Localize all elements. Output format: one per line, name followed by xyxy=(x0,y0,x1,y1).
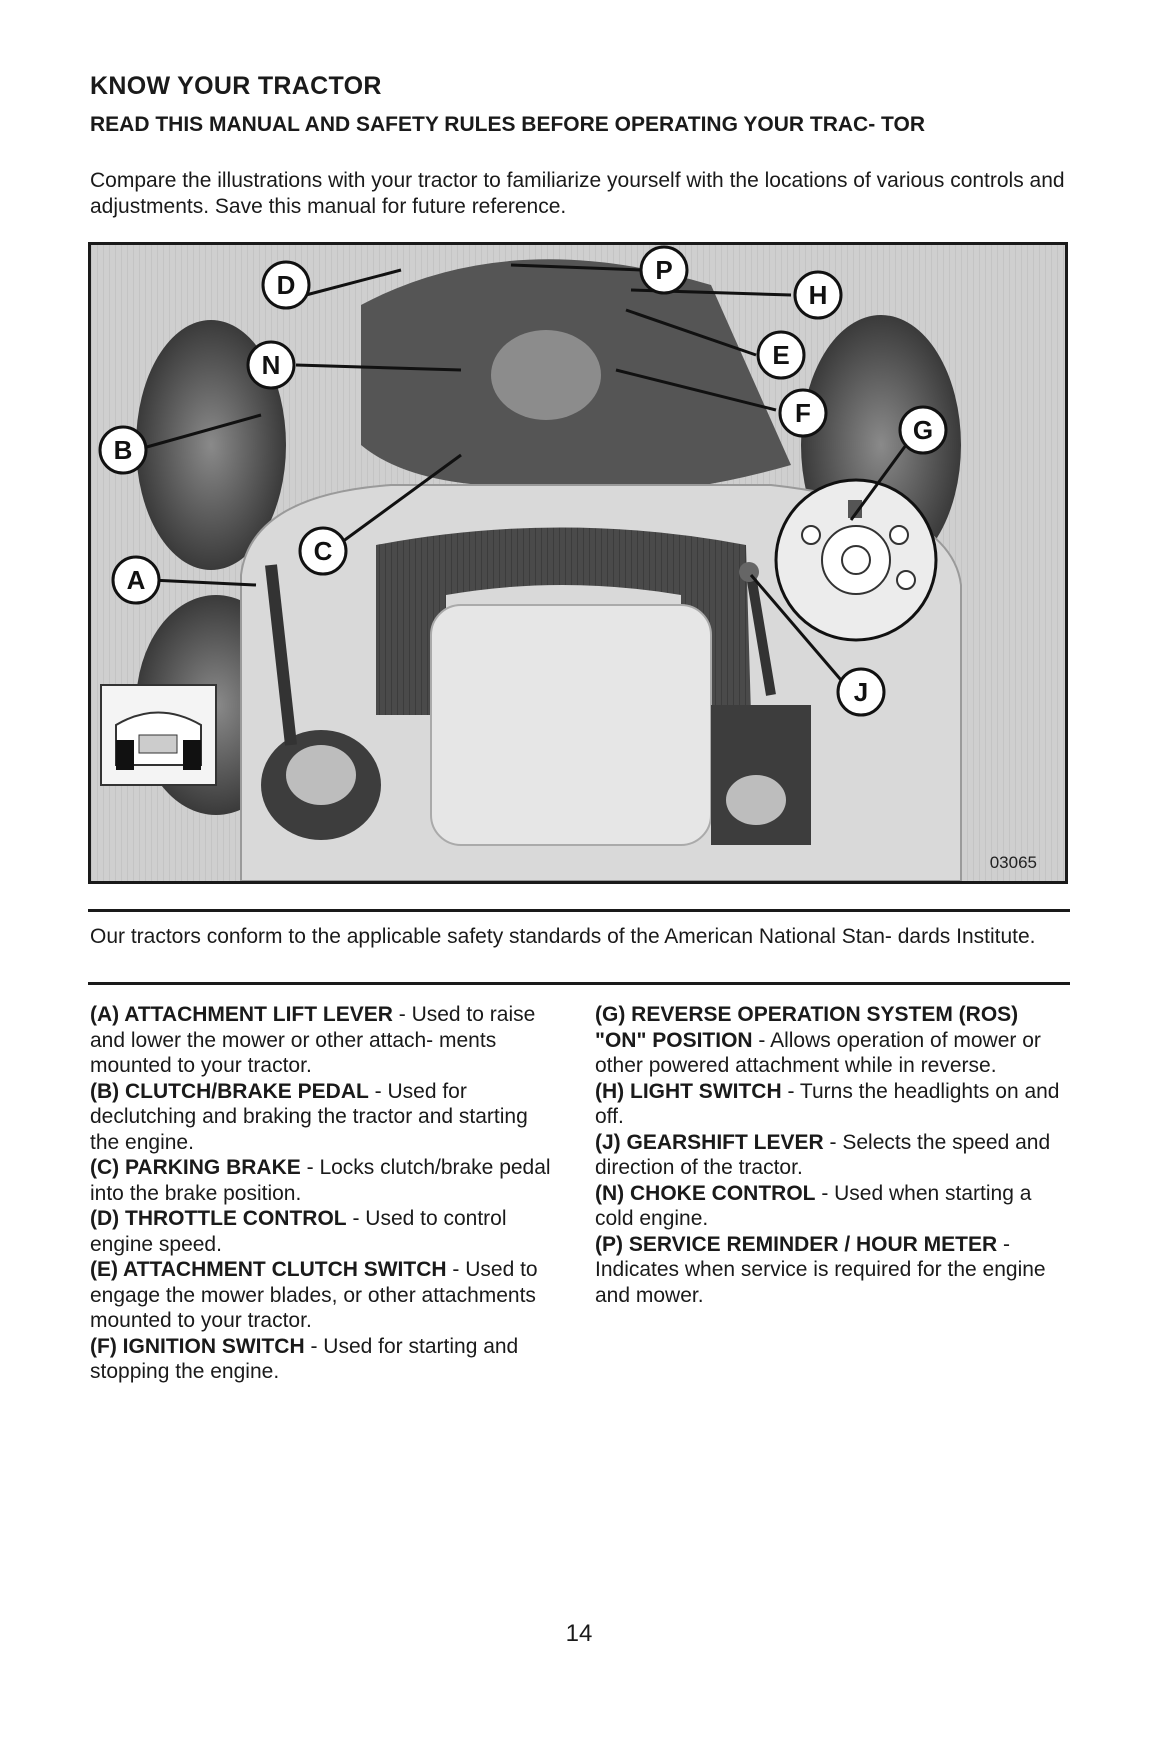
callout-E: E xyxy=(756,330,806,380)
left-cup-holder-ring xyxy=(286,745,356,805)
callout-B: B xyxy=(98,425,148,475)
control-item-N: (N) CHOKE CONTROL - Used when starting a… xyxy=(595,1181,1032,1231)
ignition-key-icon xyxy=(841,545,871,575)
seat-cushion xyxy=(430,604,712,846)
control-item-P: (P) SERVICE REMINDER / HOUR METER - Indi… xyxy=(595,1232,1046,1307)
gearshift-lever xyxy=(746,574,776,696)
run-position-icon xyxy=(889,525,909,545)
leader-D xyxy=(305,268,402,297)
svg-text:J: J xyxy=(854,677,868,707)
control-item-A: (A) ATTACHMENT LIFT LEVER - Used to rais… xyxy=(90,1003,536,1077)
page-number: 14 xyxy=(565,1620,593,1647)
svg-text:F: F xyxy=(795,398,811,428)
leader-P xyxy=(510,263,642,272)
callout-F: F xyxy=(778,388,828,438)
svg-text:G: G xyxy=(913,415,933,445)
control-item-G: (G) REVERSE OPERATION SYSTEM (ROS) "ON" … xyxy=(595,1003,1041,1077)
divider-bottom xyxy=(88,982,1070,985)
seat xyxy=(376,527,751,715)
attachment-lift-lever xyxy=(265,564,297,746)
svg-text:H: H xyxy=(809,280,828,310)
control-item-J: (J) GEARSHIFT LEVER - Selects the speed … xyxy=(595,1130,1051,1180)
stop-position-icon xyxy=(801,525,821,545)
start-position-icon xyxy=(896,570,916,590)
callout-C: C xyxy=(298,526,348,576)
leader-J xyxy=(749,574,843,681)
callout-G: G xyxy=(898,405,948,455)
figure-number: 03065 xyxy=(989,853,1037,872)
svg-text:A: A xyxy=(127,565,146,595)
intro-paragraph: Compare the illustrations with your trac… xyxy=(90,169,1065,218)
svg-text:N: N xyxy=(262,350,281,380)
standards-note: Our tractors conform to the applicable s… xyxy=(90,925,1036,948)
callout-P: P xyxy=(639,245,689,295)
orientation-left-wheel xyxy=(116,740,134,770)
callout-D: D xyxy=(261,260,311,310)
orientation-right-wheel xyxy=(183,740,201,770)
left-front-tire xyxy=(136,320,286,570)
right-cup-holder-ring xyxy=(726,775,786,825)
control-item-F: (F) IGNITION SWITCH - Used for starting … xyxy=(90,1334,519,1384)
control-item-B: (B) CLUTCH/BRAKE PEDAL - Used for declut… xyxy=(90,1079,528,1154)
tractor-illustration-svg: P D H N E F B G C xyxy=(91,245,1065,881)
callout-J: J xyxy=(836,667,886,717)
svg-text:D: D xyxy=(277,270,296,300)
leader-B xyxy=(135,413,262,452)
callout-H: H xyxy=(793,270,843,320)
tractor-controls-illustration: P D H N E F B G C xyxy=(88,242,1068,884)
orientation-grille xyxy=(138,734,178,754)
leader-N xyxy=(295,363,462,372)
leader-E xyxy=(625,308,757,357)
callout-N: N xyxy=(246,340,296,390)
svg-text:P: P xyxy=(655,255,672,285)
controls-list-right: (G) REVERSE OPERATION SYSTEM (ROS) "ON" … xyxy=(595,1002,1070,1308)
leader-F xyxy=(615,368,777,412)
page-subtitle: READ THIS MANUAL AND SAFETY RULES BEFORE… xyxy=(90,113,925,136)
ros-position-icon xyxy=(848,500,862,518)
svg-text:E: E xyxy=(772,340,789,370)
leader-C xyxy=(330,453,462,552)
page-title: KNOW YOUR TRACTOR xyxy=(90,72,382,100)
callout-A: A xyxy=(111,555,161,605)
divider-top xyxy=(88,909,1070,912)
svg-text:B: B xyxy=(114,435,133,465)
steering-column xyxy=(491,330,601,420)
controls-list-left: (A) ATTACHMENT LIFT LEVER - Used to rais… xyxy=(90,1002,560,1385)
control-item-D: (D) THROTTLE CONTROL - Used to control e… xyxy=(90,1207,507,1256)
control-item-C: (C) PARKING BRAKE - Locks clutch/brake p… xyxy=(90,1156,551,1205)
leader-A xyxy=(150,578,257,587)
svg-text:C: C xyxy=(314,536,333,566)
control-item-H: (H) LIGHT SWITCH - Turns the headlights … xyxy=(595,1079,1060,1129)
leader-G xyxy=(849,444,908,521)
control-item-E: (E) ATTACHMENT CLUTCH SWITCH - Used to e… xyxy=(90,1258,538,1332)
